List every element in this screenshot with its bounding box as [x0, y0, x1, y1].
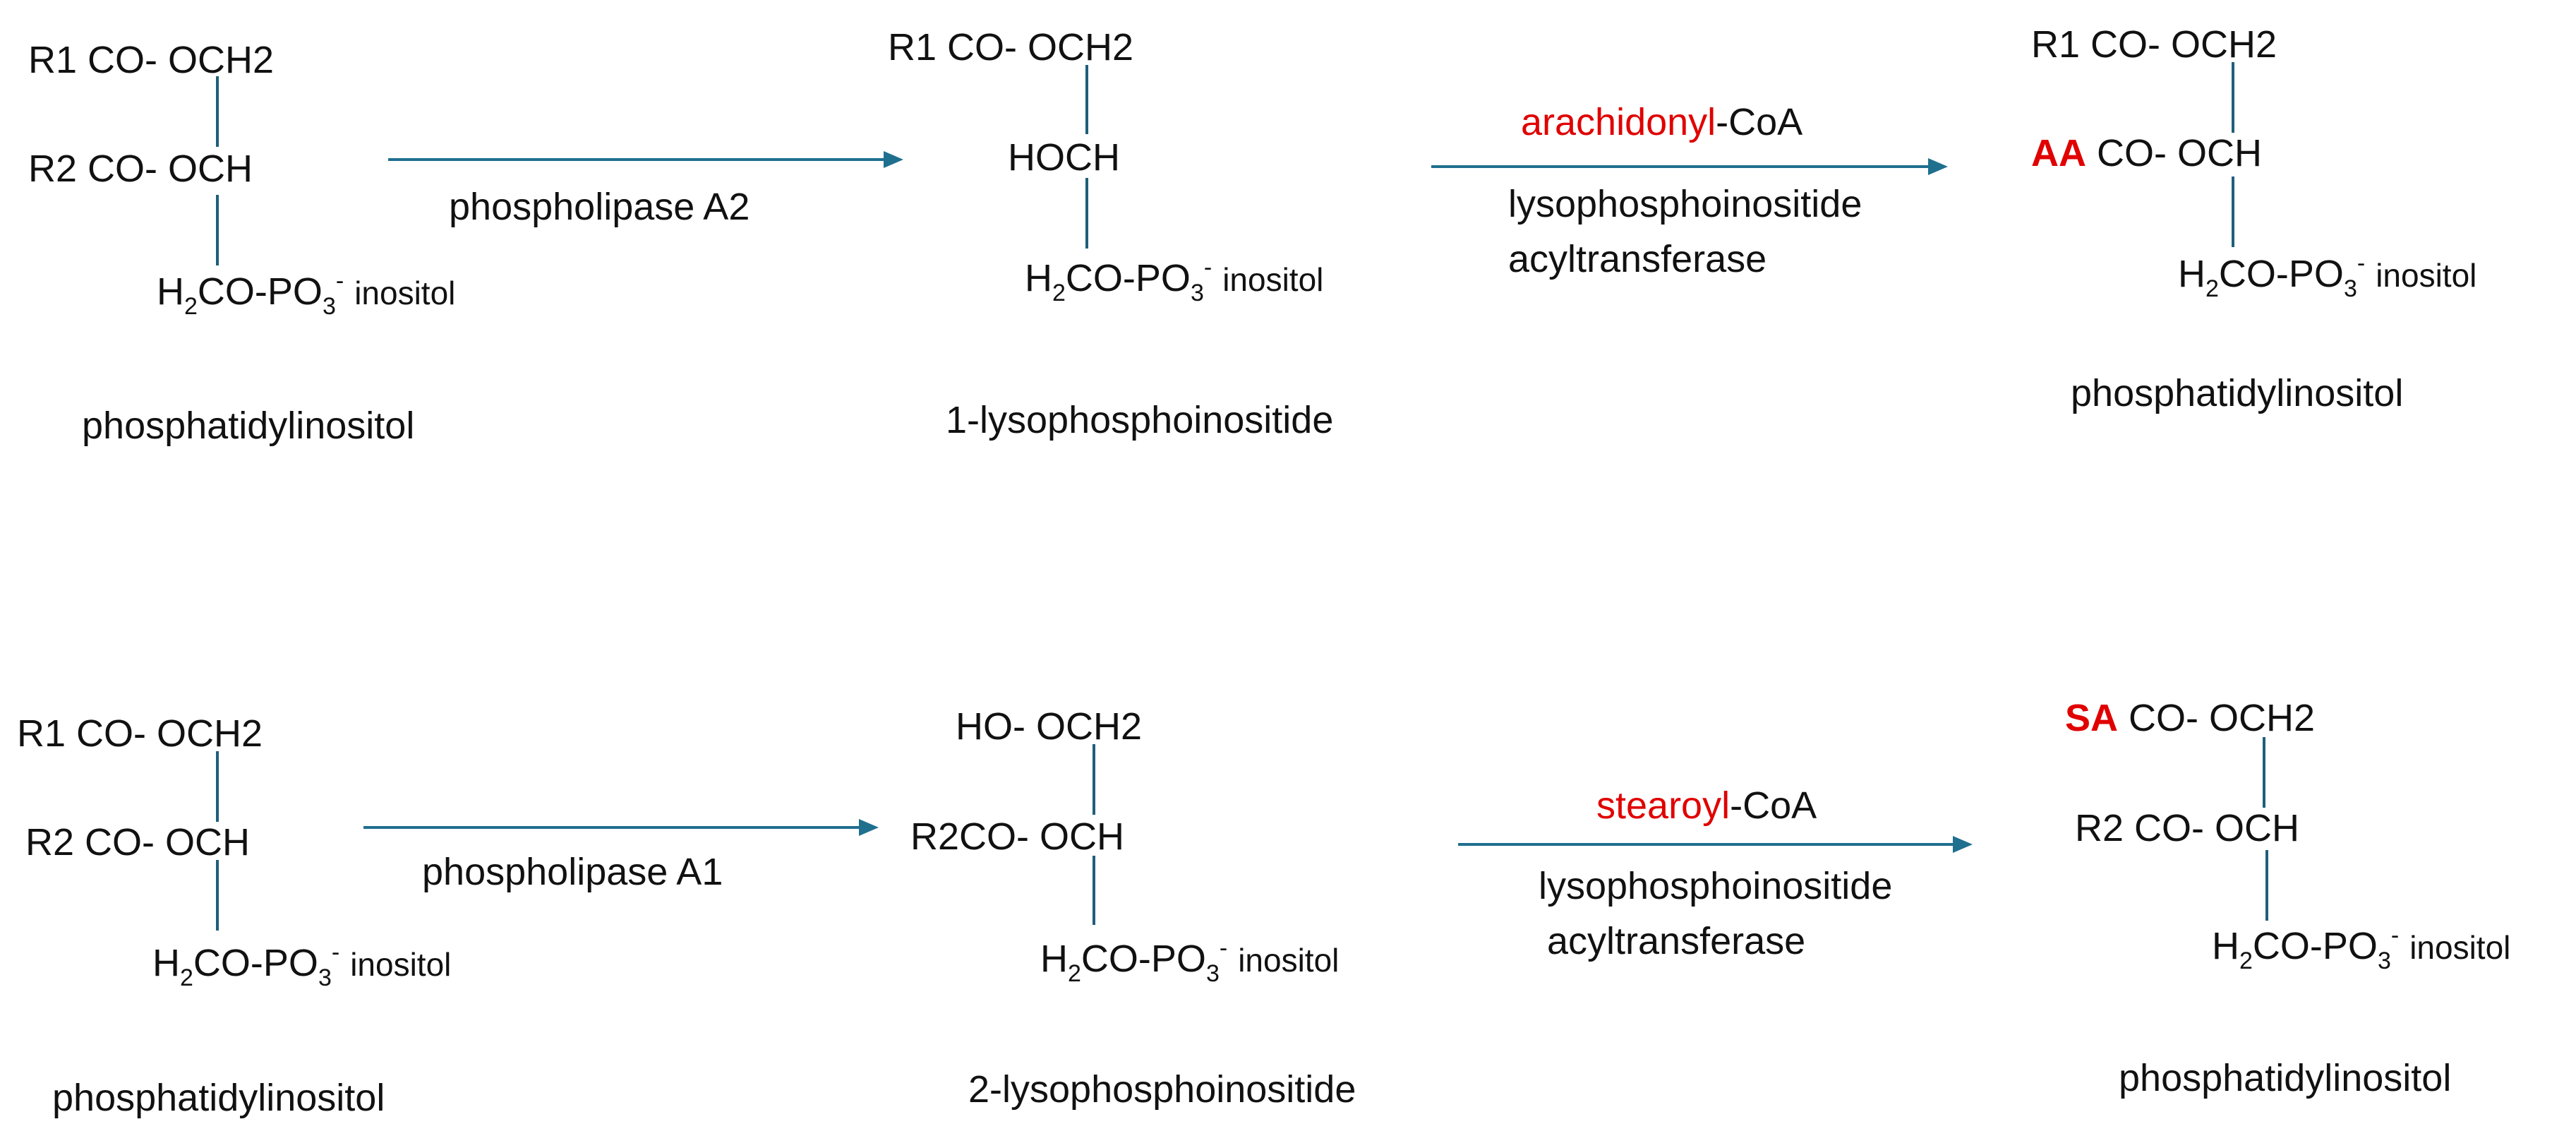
arrowhead-bottom-1 [859, 819, 879, 836]
top-product-line2: AA CO- OCH [2031, 132, 2262, 174]
bottom-product-bond1 [2263, 737, 2265, 808]
bottom-reactant-line2: R2 CO- OCH [25, 821, 251, 863]
bottom-reactant-bond1 [216, 751, 219, 822]
top-intermediate-line1: R1 CO- OCH2 [888, 26, 1134, 68]
top-product-line1: R1 CO- OCH2 [2031, 23, 2277, 66]
bottom-step2-enzyme-line2: acyltransferase [1547, 920, 1806, 962]
arrowhead-bottom-2 [1953, 836, 1973, 853]
bottom-step2-enzyme-line1: lysophosphoinositide [1539, 865, 1893, 907]
bottom-intermediate-bond2 [1093, 856, 1095, 925]
top-intermediate-bond2 [1085, 178, 1088, 249]
bottom-product-bond2 [2265, 850, 2268, 921]
bottom-product-line1: SA CO- OCH2 [2065, 697, 2316, 739]
bottom-product-phosphate: H2CO-PO3- inositol [2212, 922, 2511, 974]
bottom-intermediate-line2: R2CO- OCH [910, 815, 1125, 858]
bottom-intermediate-bond1 [1093, 744, 1095, 815]
top-intermediate-bond1 [1085, 65, 1088, 134]
top-product-bond1 [2232, 62, 2234, 133]
top-product-bond2 [2232, 177, 2234, 247]
top-step2-enzyme-line1: lysophosphoinositide [1508, 183, 1862, 225]
bottom-product-line2: R2 CO- OCH [2075, 807, 2300, 849]
top-step2-enzyme-line2: acyltransferase [1508, 238, 1767, 280]
bottom-intermediate-line1: HO- OCH2 [956, 705, 1143, 748]
top-product-name: phosphatidylinositol [2071, 372, 2404, 414]
bottom-intermediate-phosphate: H2CO-PO3- inositol [1040, 935, 1340, 987]
top-reactant-bond1 [216, 76, 219, 147]
bottom-reactant-bond2 [216, 860, 219, 931]
bottom-product-name: phosphatidylinositol [2119, 1057, 2452, 1099]
arrowhead-top-2 [1928, 158, 1948, 175]
bottom-reactant-phosphate: H2CO-PO3- inositol [152, 939, 452, 991]
top-reactant-line1: R1 CO- OCH2 [28, 39, 275, 81]
arrowhead-top-1 [884, 151, 903, 168]
top-intermediate-name: 1-lysophosphoinositide [946, 399, 1334, 441]
top-intermediate-phosphate: H2CO-PO3- inositol [1025, 254, 1324, 306]
top-step2-substrate: arachidonyl-CoA [1521, 101, 1803, 143]
bottom-step1-enzyme: phospholipase A1 [422, 851, 723, 893]
bottom-reactant-name: phosphatidylinositol [52, 1077, 385, 1119]
top-intermediate-line2: HOCH [1008, 136, 1120, 179]
top-reactant-phosphate: H2CO-PO3- inositol [157, 268, 456, 320]
top-reactant-line2: R2 CO- OCH [28, 148, 253, 190]
bottom-reactant-line1: R1 CO- OCH2 [17, 712, 263, 755]
top-step1-enzyme: phospholipase A2 [449, 186, 750, 228]
top-product-phosphate: H2CO-PO3- inositol [2178, 250, 2477, 302]
bottom-intermediate-name: 2-lysophosphoinositide [968, 1068, 1356, 1111]
top-reactant-name: phosphatidylinositol [82, 405, 415, 447]
top-reactant-bond2 [216, 195, 219, 265]
bottom-step2-substrate: stearoyl-CoA [1596, 784, 1817, 827]
